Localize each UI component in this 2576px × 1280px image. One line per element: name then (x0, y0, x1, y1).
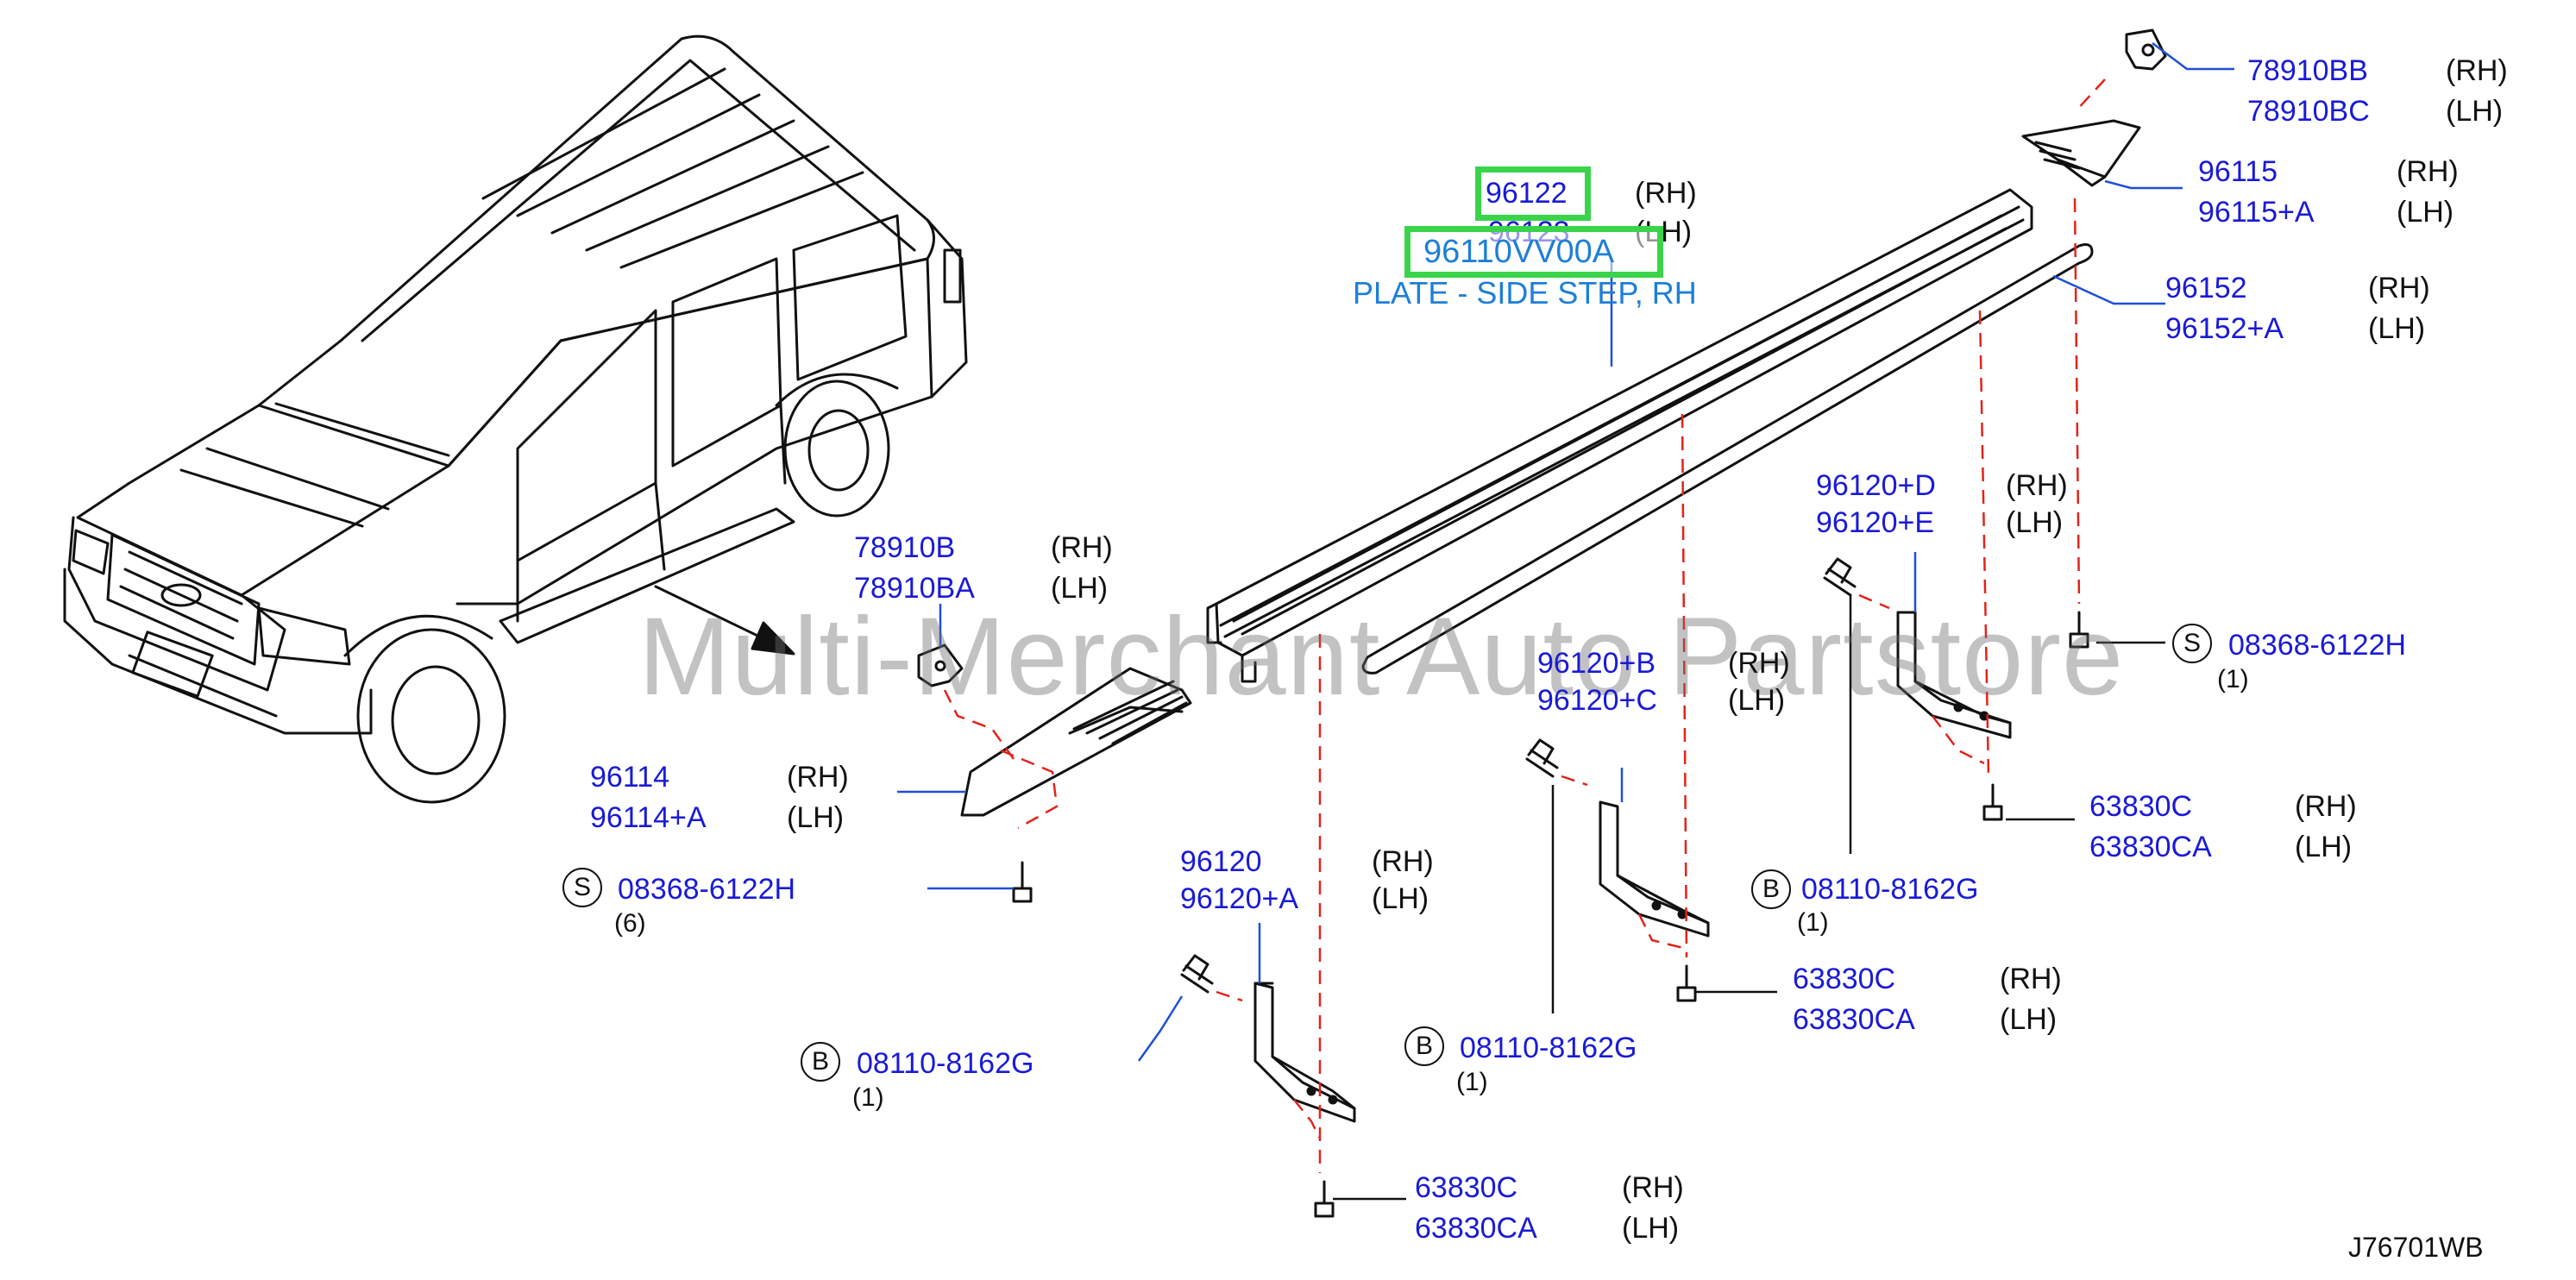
part-96114-a[interactable]: 96114+A (590, 801, 707, 834)
vehicle-illustration (63, 35, 968, 804)
alignment-lines (943, 78, 2106, 1173)
clips-drawing (917, 28, 2167, 687)
side-lh: (LH) (1622, 1212, 1680, 1245)
black-leader-lines (1333, 595, 2165, 1201)
bolt-symbol: B (1751, 869, 1791, 909)
side-lh: (LH) (1051, 572, 1109, 605)
part-08110-8162g[interactable]: 08110-8162G (857, 1047, 1034, 1080)
part-08110-8162g[interactable]: 08110-8162G (1801, 873, 1979, 906)
part-08368-6122h[interactable]: 08368-6122H (618, 873, 796, 906)
part-96120-c[interactable]: 96120+C (1537, 684, 1657, 717)
side-lh: (LH) (1728, 684, 1786, 717)
quantity: (6) (614, 909, 646, 938)
brackets-drawing (1253, 611, 2012, 1123)
bolt-symbol: B (1404, 1026, 1444, 1066)
side-lh: (LH) (787, 801, 845, 834)
part-96115-a[interactable]: 96115+A (2198, 196, 2315, 229)
part-96152-a[interactable]: 96152+A (2165, 312, 2284, 345)
side-rh: (RH) (2397, 155, 2459, 188)
side-rh: (RH) (2006, 469, 2068, 502)
watermark: Multi-Merchant Auto Partstore (638, 595, 2125, 718)
side-lh: (LH) (2000, 1003, 2058, 1036)
part-78910ba[interactable]: 78910BA (854, 572, 975, 605)
side-lh: (LH) (2368, 312, 2426, 345)
side-rh: (RH) (2446, 54, 2508, 87)
part-96120-b[interactable]: 96120+B (1537, 647, 1656, 680)
side-rh: (RH) (2368, 272, 2430, 304)
bolts-drawing (1012, 557, 2089, 1218)
highlight-box-part (1475, 166, 1591, 221)
highlight-box-catalog (1404, 226, 1663, 278)
side-rh: (RH) (2295, 790, 2357, 823)
side-lh: (LH) (2295, 831, 2353, 863)
quantity: (1) (852, 1083, 884, 1112)
pointer-arrow (654, 585, 795, 656)
side-step-plate-drawing (1206, 188, 2094, 683)
side-rh: (RH) (1635, 177, 1697, 210)
side-lh: (LH) (2397, 196, 2454, 229)
part-96152[interactable]: 96152 (2165, 272, 2247, 304)
front-cover-drawing (960, 667, 1192, 817)
part-08110-8162g[interactable]: 08110-8162G (1460, 1032, 1637, 1064)
part-description: PLATE - SIDE STEP, RH (1353, 275, 1697, 311)
quantity: (1) (2217, 665, 2249, 693)
side-rh: (RH) (1622, 1171, 1684, 1204)
screw-symbol: S (562, 868, 602, 907)
part-08368-6122h[interactable]: 08368-6122H (2228, 629, 2407, 662)
side-rh: (RH) (1372, 845, 1434, 878)
side-rh: (RH) (1728, 647, 1790, 680)
part-96120-e[interactable]: 96120+E (1816, 506, 1935, 539)
catalog-number[interactable]: 96110VV00A (1423, 234, 1615, 270)
part-63830ca[interactable]: 63830CA (2089, 831, 2212, 863)
part-78910bc[interactable]: 78910BC (2247, 95, 2370, 128)
part-78910b[interactable]: 78910B (854, 531, 956, 564)
quantity: (1) (1797, 908, 1829, 937)
part-63830c[interactable]: 63830C (2089, 790, 2193, 823)
side-lh: (LH) (2446, 95, 2504, 128)
part-63830c[interactable]: 63830C (1793, 963, 1896, 995)
part-96120-d[interactable]: 96120+D (1816, 469, 1936, 502)
part-63830ca[interactable]: 63830CA (1793, 1003, 1915, 1036)
part-63830ca[interactable]: 63830CA (1415, 1212, 1537, 1245)
side-rh: (RH) (1051, 531, 1113, 564)
rear-cover-drawing (2021, 119, 2141, 187)
part-96120-a[interactable]: 96120+A (1180, 882, 1299, 915)
screw-symbol: S (2172, 624, 2212, 663)
side-rh: (RH) (2000, 963, 2062, 995)
part-78910bb[interactable]: 78910BB (2247, 54, 2368, 87)
part-96115[interactable]: 96115 (2198, 155, 2278, 188)
side-lh: (LH) (1372, 882, 1429, 915)
part-63830c[interactable]: 63830C (1415, 1171, 1518, 1204)
side-lh: (LH) (2006, 506, 2064, 539)
bolt-symbol: B (801, 1042, 840, 1082)
part-96122[interactable]: 96122 (1486, 177, 1568, 210)
diagram-code: J76701WB (2348, 1232, 2484, 1263)
part-96114[interactable]: 96114 (590, 761, 670, 794)
quantity: (1) (1456, 1068, 1488, 1096)
part-96120[interactable]: 96120 (1180, 845, 1262, 878)
side-rh: (RH) (787, 761, 849, 794)
